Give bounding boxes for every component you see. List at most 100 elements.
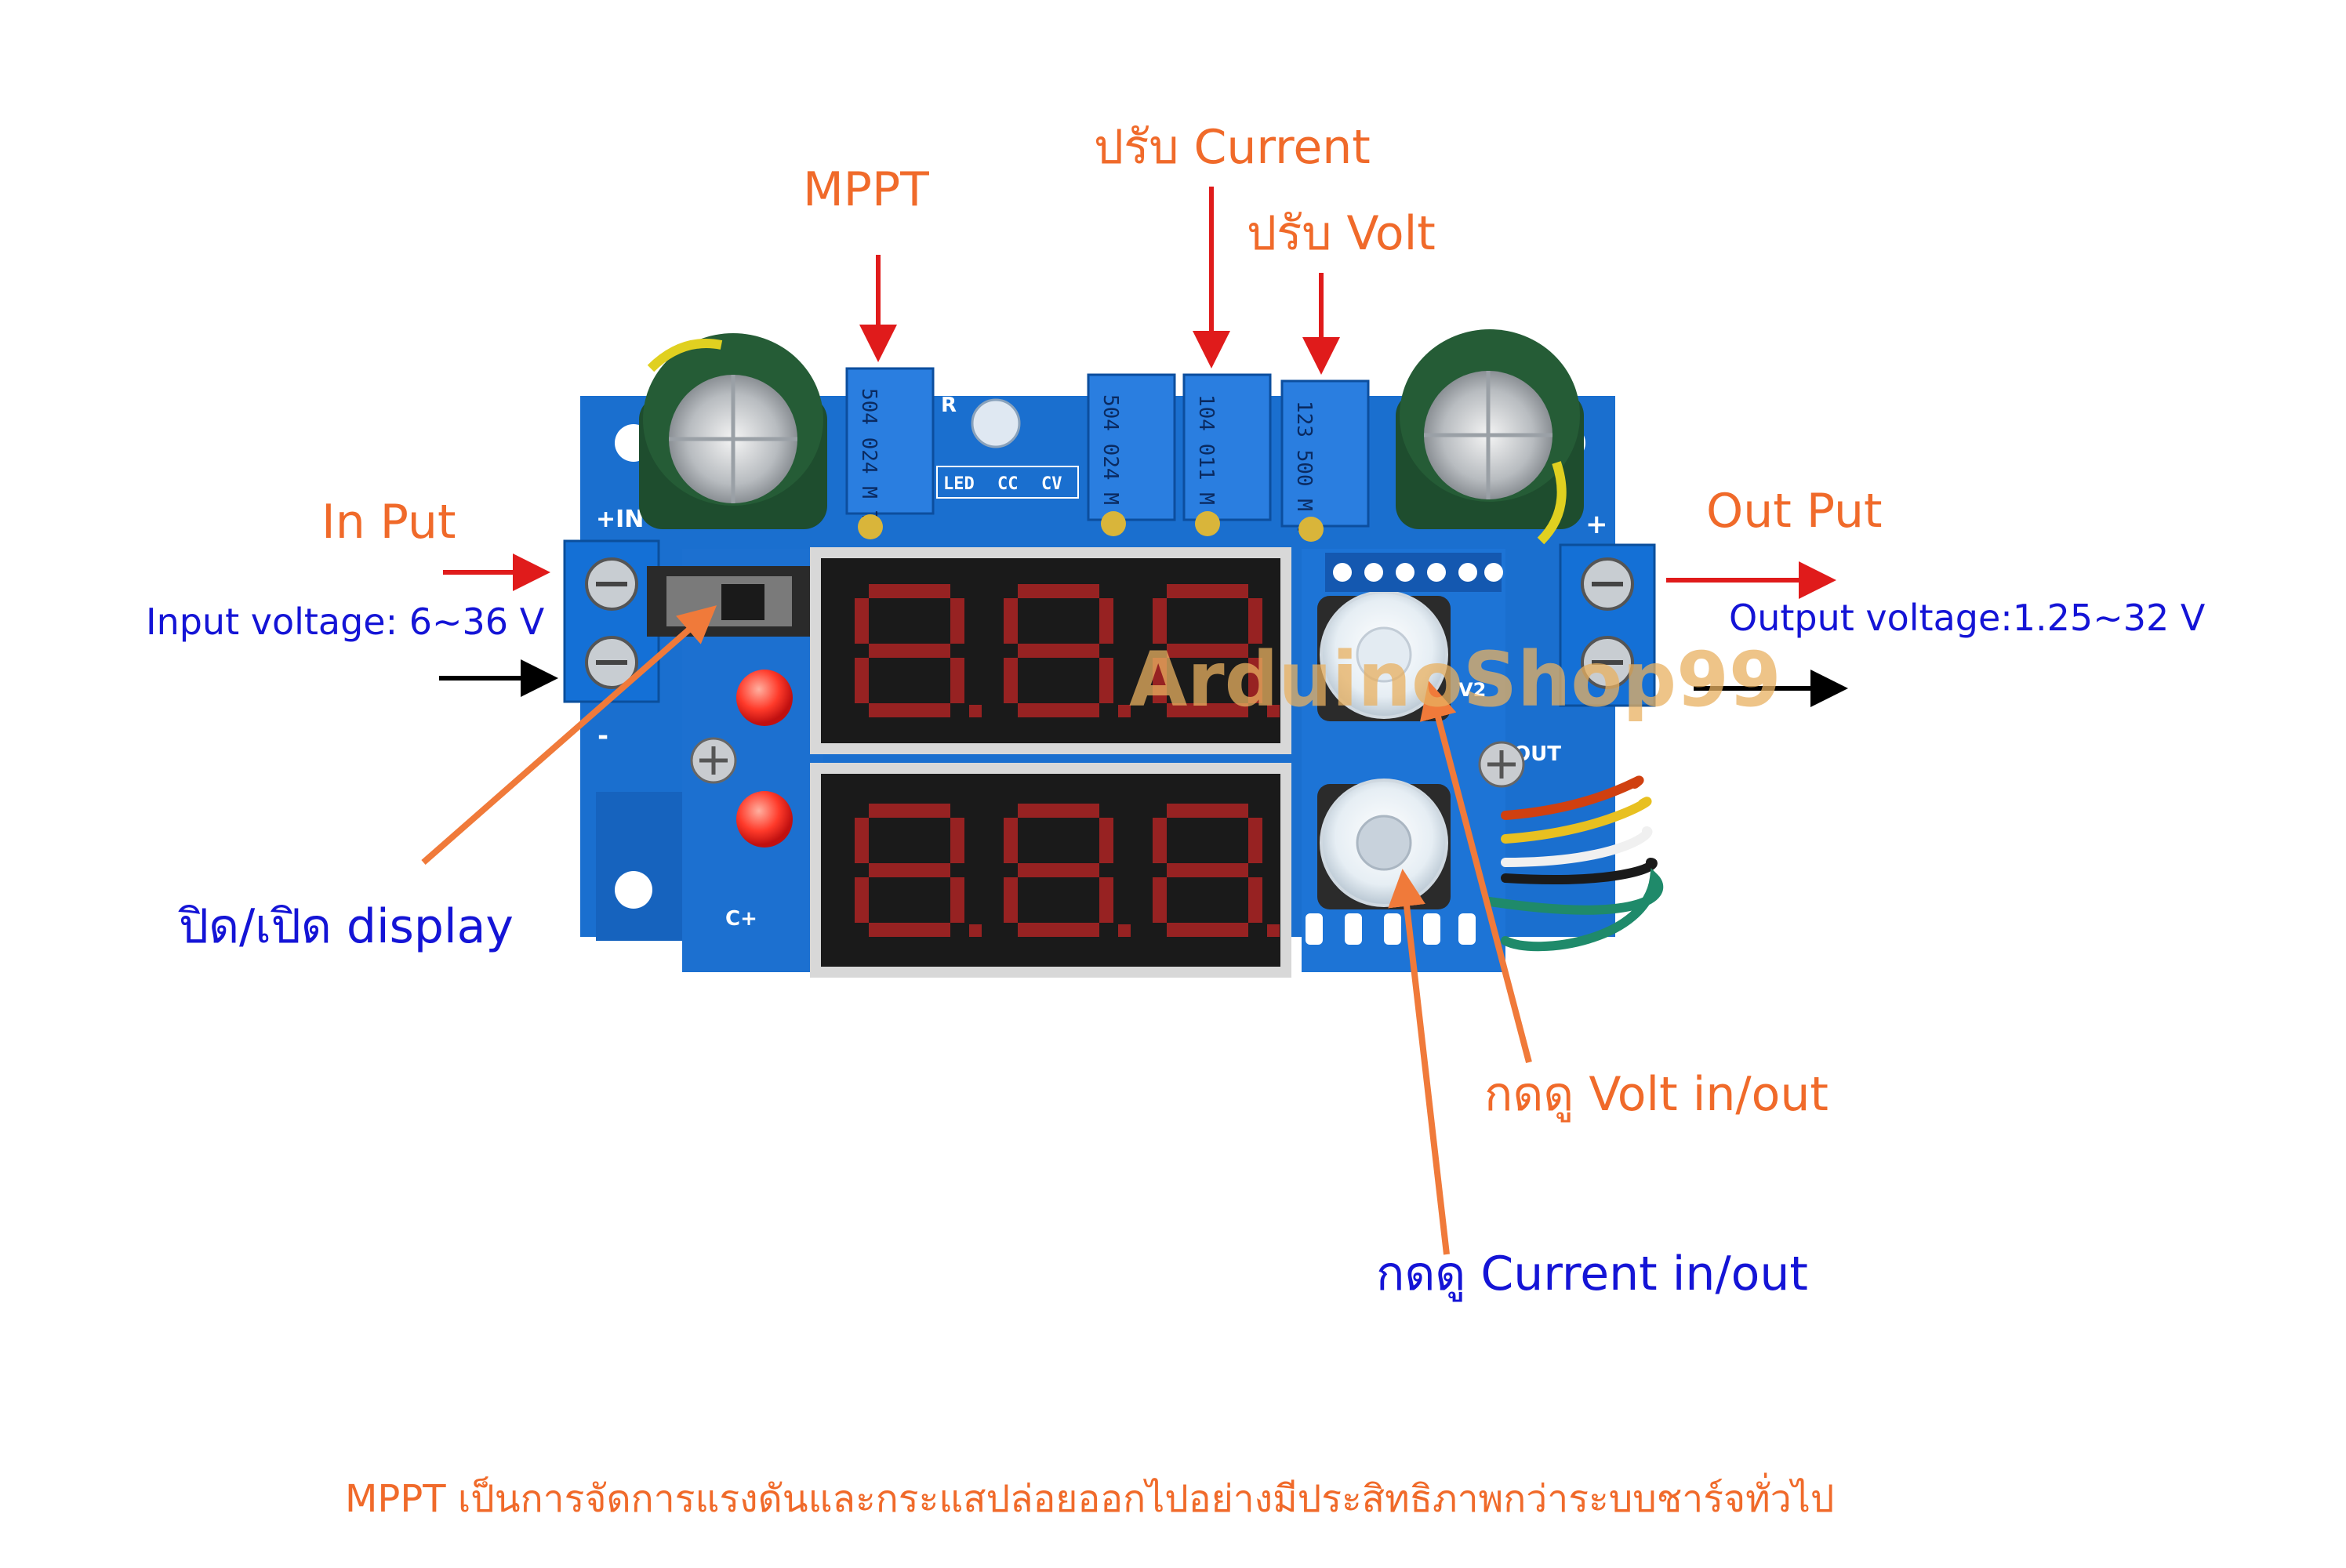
segment [855,877,869,923]
label-adjust-volt: ปรับ Volt [1247,206,1436,261]
led-label-cc: CC [997,474,1019,494]
segment [1248,818,1262,863]
pot-extra: 504 024 M T [1087,373,1176,536]
segment [950,818,964,863]
input-terminal-block: +IN - [563,506,660,752]
segment [1099,877,1113,923]
segment [1167,863,1248,877]
label-view-current: กดดู Current in/out [1376,1247,1808,1301]
segment [855,598,869,644]
segment [1167,923,1248,937]
screw-left [690,737,737,784]
segment [1167,584,1248,598]
segment [1018,584,1099,598]
footer-note: MPPT เป็นการจัดการแรงดันและกระแสปล่อยออก… [345,1477,1835,1521]
decimal-point [1118,924,1131,937]
label-output-voltage: Output voltage:1.25~32 V [1729,597,2206,639]
segment [855,658,869,703]
arrows [421,187,1848,1255]
label-input-title: In Put [321,495,456,550]
label-output-title: Out Put [1706,484,1883,539]
pot-mppt: 504 024 M T [845,367,935,539]
segment [1004,877,1018,923]
segment [1004,658,1018,703]
side-label-r: R [941,394,957,417]
segment [1153,818,1167,863]
segment [869,923,950,937]
input-capacitor [639,333,827,529]
segment [1153,658,1167,703]
label-input-voltage: Input voltage: 6~36 V [146,601,545,643]
segment [1167,703,1248,717]
side-label-v2: V2 [1458,679,1486,701]
arrow-display-switch [421,605,717,866]
segment [1004,598,1018,644]
side-label-c-plus: C+ [725,907,757,931]
current-view-button[interactable] [1317,779,1451,909]
label-view-volt: กดดู Volt in/out [1484,1067,1828,1122]
status-led [971,398,1021,448]
segment [1099,818,1113,863]
segment [1018,644,1099,658]
svg-text:504 024 M T: 504 024 M T [1099,394,1122,530]
output-terminal-block: + OUT [1513,509,1656,766]
watermark: ArduinoShop99 [1129,636,1781,724]
segment [1099,658,1113,703]
segment [950,877,964,923]
led-label-cv: CV [1041,474,1062,494]
ribbon-wires [1485,775,1664,952]
svg-text:123 500 M T: 123 500 M T [1292,401,1316,536]
segment [950,598,964,644]
segment [1099,598,1113,644]
decimal-point [1118,705,1131,717]
volt-view-button[interactable] [1317,590,1451,721]
segment [1018,923,1099,937]
segment [869,644,950,658]
segment [1018,804,1099,818]
decimal-point [969,705,982,717]
label-adjust-current: ปรับ Current [1094,120,1371,175]
segment [1248,598,1262,644]
seven-segment-display-bottom [810,763,1291,978]
svg-text:504 024 M T: 504 024 M T [857,388,881,524]
segment [1004,818,1018,863]
segment [1167,644,1248,658]
display-toggle-switch[interactable] [647,566,812,637]
led-label-led: LED [943,474,975,494]
segment [950,658,964,703]
arrow-view-volt [1419,681,1532,1064]
mount-hole [615,871,652,909]
label-display-switch: ปิด/เปิด display [179,899,514,954]
segment [1153,598,1167,644]
pot-current: 104 011 M T [1182,373,1272,536]
svg-text:104 011 M T: 104 011 M T [1194,394,1218,530]
indicator-led-voltage [736,670,793,726]
segment [869,584,950,598]
segment [869,804,950,818]
screw-right [1478,741,1525,788]
segment [1018,863,1099,877]
label-mppt: MPPT [803,162,929,217]
segment [869,703,950,717]
indicator-led-current [736,791,793,848]
seven-segment-display-top [810,547,1291,754]
decimal-point [1267,705,1280,717]
decimal-point [969,924,982,937]
terminal-plus-label: + [1585,509,1608,540]
decimal-point [1267,924,1280,937]
segment [1248,658,1262,703]
segment [1248,877,1262,923]
terminal-minus-label: - [597,720,608,752]
output-capacitor [1396,329,1584,545]
segment [1153,877,1167,923]
header-pins [1325,553,1503,592]
status-led-area: R LED CC CV [936,394,1079,499]
terminal-in-label: +IN [596,506,644,533]
segment [855,818,869,863]
solder-pads [1306,913,1476,945]
segment [1018,703,1099,717]
segment [1167,804,1248,818]
pot-volt: 123 500 M T [1280,379,1370,542]
arrow-view-current [1388,869,1450,1255]
